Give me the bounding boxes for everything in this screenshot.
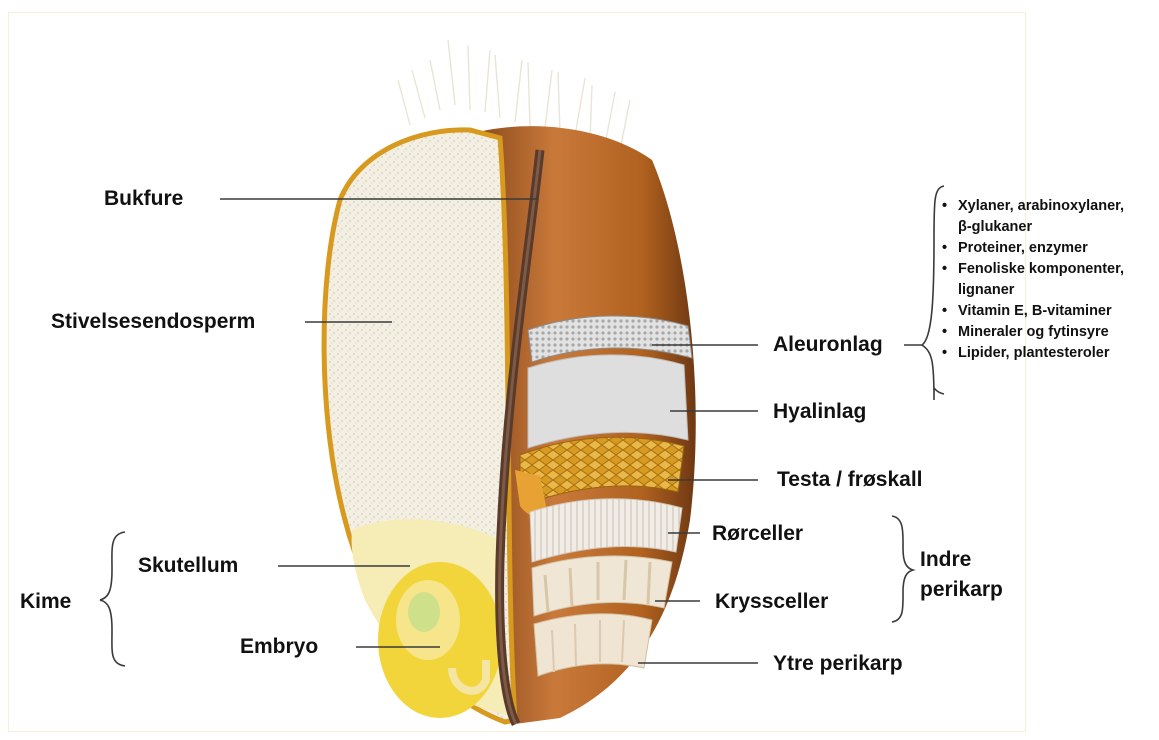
label-hyalinlag: Hyalinlag (773, 400, 866, 424)
list-item: Fenoliske komponenter, lignaner (938, 259, 1158, 301)
label-kime: Kime (20, 590, 71, 614)
list-item-text: Xylaner, arabinoxylaner, (958, 198, 1124, 214)
aleuron-contents-list: Xylaner, arabinoxylaner, β-glukaner Prot… (938, 196, 1158, 364)
list-item-text: Mineraler og fytinsyre (958, 324, 1109, 340)
list-item: Proteiner, enzymer (938, 238, 1158, 259)
label-ytre-perikarp: Ytre perikarp (773, 652, 903, 676)
list-item-text: Vitamin E, B-vitaminer (958, 303, 1112, 319)
label-kryssceller: Kryssceller (715, 590, 828, 614)
label-stivelsesendosperm: Stivelsesendosperm (51, 310, 255, 334)
brace-kime (100, 532, 125, 666)
list-item-text: Fenoliske komponenter, (958, 261, 1124, 277)
list-item-text: Lipider, plantesteroler (958, 345, 1110, 361)
list-item: Xylaner, arabinoxylaner, β-glukaner (938, 196, 1158, 238)
label-indre: Indre (920, 548, 971, 572)
list-item: Mineraler og fytinsyre (938, 322, 1158, 343)
brace-indre-perikarp (892, 516, 913, 622)
list-item-text-continued: β-glukaner (958, 217, 1158, 238)
label-skutellum: Skutellum (138, 554, 238, 578)
label-bukfure: Bukfure (104, 187, 183, 211)
label-rorceller: Rørceller (712, 522, 803, 546)
list-item: Lipider, plantesteroler (938, 343, 1158, 364)
label-embryo: Embryo (240, 635, 318, 659)
label-testa: Testa / frøskall (777, 468, 923, 492)
list-item: Vitamin E, B-vitaminer (938, 301, 1158, 322)
label-aleuronlag: Aleuronlag (773, 333, 883, 357)
list-item-text: Proteiner, enzymer (958, 240, 1088, 256)
label-perikarp: perikarp (920, 578, 1003, 602)
list-item-text-continued: lignaner (958, 280, 1158, 301)
